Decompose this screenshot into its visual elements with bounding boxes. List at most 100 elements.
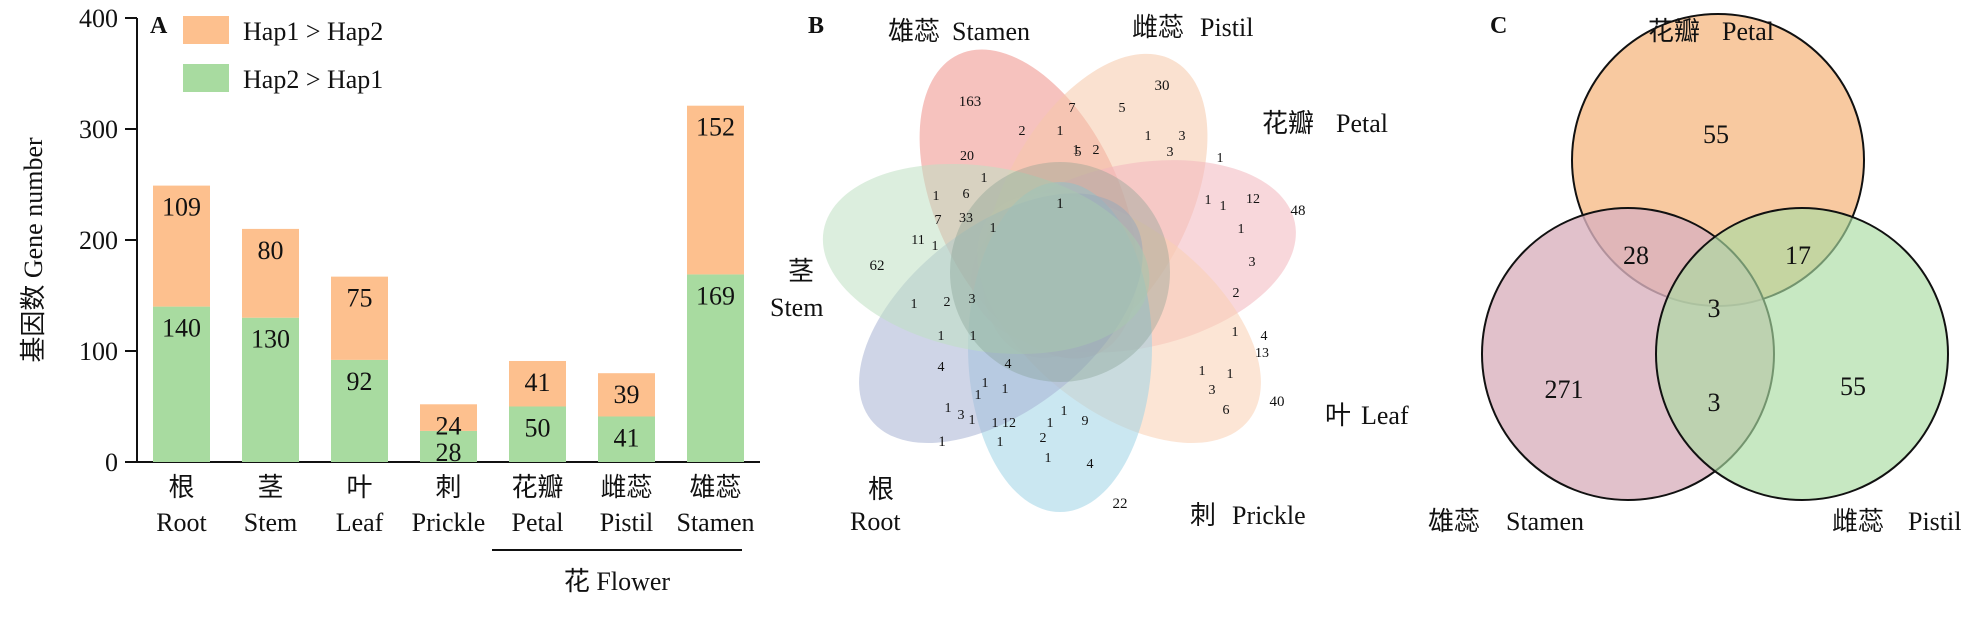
unique-count: 22 — [1113, 496, 1128, 512]
panel-label-b: B — [808, 13, 824, 39]
flower-group-label: 花 Flower — [564, 567, 671, 596]
unique-count: 163 — [959, 94, 982, 110]
set-label-zh: 茎 — [788, 257, 814, 286]
venn-label-pistil-en: Pistil — [1908, 507, 1961, 536]
bar-segment-hap2 — [331, 359, 388, 462]
intersection-count: 13 — [1255, 346, 1269, 361]
intersection-count: 1 — [1220, 199, 1227, 214]
bar-segment-hap2 — [153, 306, 210, 462]
intersection-count: 9 — [1082, 414, 1089, 429]
flower-petal-stem — [822, 163, 1150, 355]
x-tick-label-en: Leaf — [336, 508, 384, 537]
x-tick-label-en: Prickle — [412, 508, 486, 537]
legend-swatch-hap1 — [183, 16, 229, 44]
intersection-count: 1 — [1199, 364, 1206, 379]
bar-value-label: 80 — [258, 236, 284, 265]
intersection-count: 1 — [997, 435, 1004, 450]
intersection-count: 3 — [1167, 145, 1174, 160]
bar-segment-hap1 — [242, 228, 299, 318]
intersection-count: 6 — [1223, 403, 1230, 418]
intersection-count: 12 — [1002, 416, 1016, 431]
x-tick-label-en: Pistil — [600, 508, 653, 537]
venn-circle-pistil — [1655, 207, 1949, 501]
intersection-count: 3 — [1179, 129, 1186, 144]
set-label-en: Stem — [770, 293, 823, 322]
bar-value-label: 152 — [696, 113, 735, 142]
venn-count-pistil-only: 55 — [1840, 372, 1866, 401]
flower-petals — [822, 49, 1296, 512]
x-tick-labels: 根Root茎Stem叶Leaf刺Prickle花瓣Petal雌蕊Pistil雄蕊… — [156, 473, 754, 537]
y-axis-title: 基因数 Gene number — [19, 137, 48, 363]
bar-segment-hap1 — [509, 360, 566, 407]
venn-label-stamen-zh: 雄蕊 — [1428, 507, 1480, 536]
intersection-count: 1 — [969, 413, 976, 428]
venn-count-petal-pistil: 17 — [1785, 241, 1811, 270]
core-count: 1 — [1056, 196, 1064, 212]
set-label-zh: 雌蕊 — [1132, 13, 1184, 42]
set-label-zh: 根 — [868, 475, 894, 504]
bar-value-label: 169 — [696, 281, 735, 310]
venn-label-petal-en: Petal — [1722, 17, 1774, 46]
bar-value-label: 41 — [525, 368, 551, 397]
intersection-count: 2 — [1019, 124, 1026, 139]
intersection-count: 1 — [975, 388, 982, 403]
x-tick-label-zh: 刺 — [435, 473, 461, 502]
intersection-count: 1 — [1045, 451, 1052, 466]
set-label-zh: 雄蕊 — [888, 17, 940, 46]
intersection-count: 4 — [1005, 357, 1012, 372]
intersection-count: 3 — [1209, 383, 1216, 398]
bar-segment-hap2 — [687, 274, 744, 462]
intersection-count: 2 — [1040, 431, 1047, 446]
intersection-count: 1 — [1232, 325, 1239, 340]
legend: Hap1 > Hap2 Hap2 > Hap1 — [183, 16, 383, 94]
y-tick-label: 400 — [79, 4, 118, 33]
intersection-count: 2 — [1233, 286, 1240, 301]
intersection-count: 1 — [1227, 367, 1234, 382]
set-label-en: Root — [850, 507, 901, 536]
bar-value-label: 92 — [347, 367, 373, 396]
intersection-count: 3 — [969, 292, 976, 307]
legend-label-hap1: Hap1 > Hap2 — [243, 17, 383, 46]
panel-label-a: A — [150, 13, 168, 39]
set-label-zh: 花瓣 — [1262, 109, 1314, 138]
intersection-count: 1 — [970, 329, 977, 344]
intersection-count: 4 — [1261, 329, 1268, 344]
bar-value-label: 50 — [525, 414, 551, 443]
set-label-en: Stamen — [952, 17, 1030, 46]
intersection-count: 11 — [911, 233, 924, 248]
bar-segment-hap1 — [420, 404, 477, 431]
intersection-count: 6 — [963, 187, 970, 202]
x-tick-label-zh: 雄蕊 — [689, 473, 741, 502]
bar-segment-hap2 — [420, 430, 477, 462]
intersection-count: 1 — [990, 221, 997, 236]
x-tick-label-zh: 茎 — [257, 473, 283, 502]
set-label-en: Leaf — [1361, 401, 1409, 430]
intersection-count: 1 — [1047, 416, 1054, 431]
x-tick-label-zh: 叶 — [346, 473, 372, 502]
bar-value-label: 130 — [251, 325, 290, 354]
intersection-count: 1 — [1073, 143, 1080, 158]
intersection-count: 1 — [933, 189, 940, 204]
set-label-zh: 叶 — [1325, 401, 1351, 430]
venn-label-stamen-en: Stamen — [1506, 507, 1584, 536]
unique-count: 30 — [1155, 78, 1170, 94]
bar-segment-hap1 — [598, 373, 655, 417]
intersection-count: 1 — [1238, 222, 1245, 237]
unique-count: 48 — [1291, 203, 1306, 219]
intersection-count: 1 — [1057, 124, 1064, 139]
intersection-count: 12 — [1246, 192, 1260, 207]
venn-count-petal-only: 55 — [1703, 120, 1729, 149]
intersection-count: 1 — [945, 401, 952, 416]
intersection-count: 4 — [1087, 457, 1094, 472]
intersection-count: 1 — [911, 297, 918, 312]
y-tick-label: 100 — [79, 337, 118, 366]
bar-value-label: 109 — [162, 193, 201, 222]
intersection-count: 33 — [959, 211, 973, 226]
intersection-count: 20 — [960, 149, 974, 164]
intersection-count: 2 — [944, 295, 951, 310]
x-tick-label-en: Root — [156, 508, 207, 537]
x-tick-label-en: Petal — [512, 508, 564, 537]
